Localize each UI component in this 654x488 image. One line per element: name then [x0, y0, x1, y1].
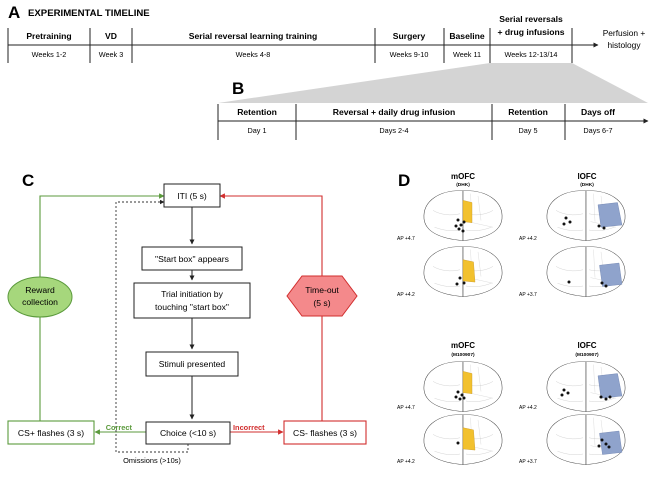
brain-section-lofc-dhk-upper — [546, 190, 626, 241]
group-3-title: mOFC — [451, 341, 475, 350]
mofc-dhk-lower-sites — [455, 276, 466, 286]
phase-b-reversal-label: Reversal + daily drug infusion — [333, 107, 456, 117]
mofc-dhk-upper-sites — [454, 218, 466, 233]
green-loop — [39, 193, 165, 435]
brain-section-mofc-m100907-upper — [423, 361, 503, 412]
panel-c-letter: C — [22, 171, 34, 190]
trial-initiation-box — [133, 282, 251, 319]
cs-minus-text: CS- flashes (3 s) — [293, 428, 357, 438]
brain-section-lofc-dhk-lower — [546, 246, 626, 297]
omissions-label: Omissions (>10s) — [123, 456, 181, 465]
mofc-m100907-upper-sites — [454, 390, 466, 401]
group-3-ap-lower: AP +4.2 — [397, 459, 415, 465]
phase-b-daysoff-label: Days off — [581, 107, 615, 117]
group-4-ap-lower: AP +3.7 — [519, 459, 537, 465]
brain-section-mofc-m100907-lower — [423, 414, 503, 465]
choice-text: Choice (<10 s) — [160, 428, 216, 438]
end-label-line2: histology — [607, 40, 641, 50]
phase-vd-label: VD — [105, 31, 117, 41]
reward-collection-node — [7, 276, 73, 318]
group-1-ap-lower: AP +4.2 — [397, 292, 415, 298]
brain-section-mofc-dhk-upper — [423, 190, 503, 241]
group-4-subtitle: (M100907) — [575, 352, 599, 358]
group-2-title: lOFC — [577, 172, 596, 181]
phase-b-retention-period: Day 1 — [247, 126, 266, 135]
phase-pretraining-period: Weeks 1-2 — [32, 50, 67, 59]
red-loop — [219, 193, 323, 435]
phase-serial-reversals-label-line2: + drug infusions — [497, 27, 564, 37]
phase-serial-reversals-period: Weeks 12-13/14 — [504, 50, 557, 59]
group-1-ap-upper: AP +4.7 — [397, 236, 415, 242]
reward-line2: collection — [22, 297, 58, 307]
group-2-subtitle: (DHK) — [580, 182, 594, 188]
phase-b-daysoff-period: Days 6-7 — [583, 126, 612, 135]
group-2-ap-upper: AP +4.2 — [519, 236, 537, 242]
lofc-dhk-upper-sites — [562, 216, 606, 230]
phase-baseline-period: Week 11 — [453, 50, 481, 59]
phase-surgery-period: Weeks 9-10 — [390, 50, 429, 59]
timeout-line2: (5 s) — [313, 298, 330, 308]
mofc-m100907-lower-sites — [456, 441, 460, 445]
phase-serial-reversals-label-line1: Serial reversals — [499, 14, 563, 24]
phase-pretraining-label: Pretraining — [26, 31, 71, 41]
start-box-text: "Start box" appears — [155, 254, 229, 264]
brain-section-mofc-dhk-lower — [423, 246, 503, 297]
incorrect-label: Incorrect — [233, 423, 265, 432]
correct-label: Correct — [106, 423, 133, 432]
phase-vd-period: Week 3 — [99, 50, 124, 59]
group-4-ap-upper: AP +4.2 — [519, 405, 537, 411]
brain-section-lofc-m100907-upper — [546, 361, 626, 412]
timeline-b-dividers — [217, 104, 566, 140]
end-label-line1: Perfusion + — [603, 28, 646, 38]
phase-b-retention2-label: Retention — [508, 107, 548, 117]
group-1-subtitle: (DHK) — [456, 182, 470, 188]
brain-section-lofc-m100907-lower — [546, 414, 626, 465]
group-3-ap-upper: AP +4.7 — [397, 405, 415, 411]
phase-b-retention2-period: Day 5 — [518, 126, 537, 135]
phase-b-retention-label: Retention — [237, 107, 277, 117]
lofc-dhk-lower-sites — [567, 280, 608, 288]
cs-plus-text: CS+ flashes (3 s) — [18, 428, 84, 438]
timeout-line1: Time-out — [305, 285, 339, 295]
iti-box — [163, 183, 221, 208]
stimuli-box — [145, 351, 239, 377]
panel-a-title: EXPERIMENTAL TIMELINE — [28, 8, 150, 19]
lofc-m100907-upper-sites — [560, 388, 612, 401]
start-box-box — [141, 246, 243, 271]
phase-baseline-label: Baseline — [449, 31, 485, 41]
group-2-ap-lower: AP +3.7 — [519, 292, 537, 298]
lofc-m100907-lower-sites — [597, 438, 611, 449]
group-4-title: lOFC — [577, 341, 596, 350]
timeout-node — [286, 275, 358, 317]
iti-text: ITI (5 s) — [177, 191, 207, 201]
choice-box — [145, 421, 231, 445]
panel-a-letter: A — [8, 3, 20, 22]
cs-minus-box — [283, 420, 367, 445]
stimuli-text: Stimuli presented — [159, 359, 226, 369]
phase-serial-training-label: Serial reversal learning training — [189, 31, 317, 41]
panel-b-letter: B — [232, 79, 244, 98]
omissions-loop — [115, 199, 189, 453]
zoom-wedge — [218, 63, 648, 103]
trial-initiation-line2: touching "start box" — [155, 302, 229, 312]
panel-d-letter: D — [398, 171, 410, 190]
timeline-a-dividers — [7, 28, 573, 63]
trial-initiation-line1: Trial initiation by — [161, 289, 223, 299]
cs-plus-box — [7, 420, 95, 445]
phase-serial-training-period: Weeks 4-8 — [236, 50, 271, 59]
phase-b-reversal-period: Days 2-4 — [379, 126, 408, 135]
group-3-subtitle: (M100907) — [451, 352, 475, 358]
group-1-title: mOFC — [451, 172, 475, 181]
phase-surgery-label: Surgery — [393, 31, 426, 41]
reward-line1: Reward — [25, 285, 55, 295]
